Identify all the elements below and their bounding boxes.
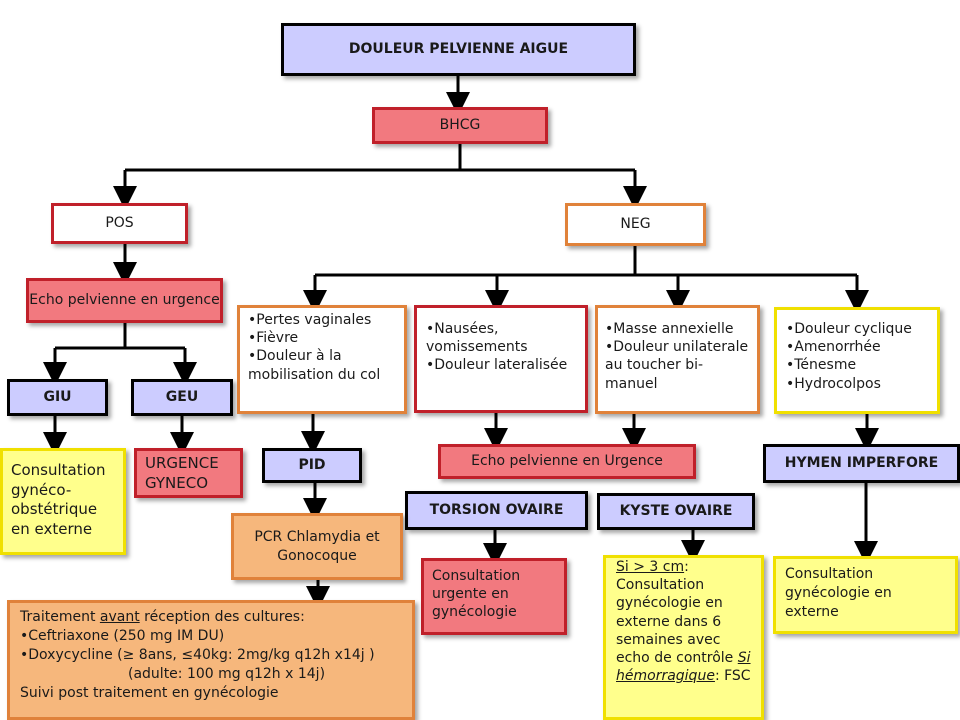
pid-box: PID — [262, 448, 362, 483]
treatment-line-1-underline: avant — [99, 609, 140, 625]
kyste-symptom: •Masse annexielle — [605, 321, 734, 337]
echo-urgence-pos-text: Echo pelvienne en urgence — [29, 292, 220, 309]
pid-symptom: •Pertes vaginales — [248, 312, 372, 328]
consult-obst-text: Consultation gynéco-obstétrique en exter… — [11, 461, 106, 538]
pid-symptom: •Fièvre — [248, 330, 299, 347]
kyste-text: KYSTE OVAIRE — [619, 503, 733, 520]
consult-gyn-ext-text: Consultation gynécologie en externe — [785, 566, 892, 620]
hymen-symptom: •Amenorrhée — [786, 339, 881, 356]
pid-symptoms-box: •Pertes vaginales •Fièvre •Douleur à la … — [237, 305, 407, 414]
treatment-line-1-a: Traitement — [20, 609, 100, 625]
urgence-gyneco-box: URGENCE GYNECO — [134, 448, 243, 498]
neg-text: NEG — [620, 216, 651, 233]
treatment-line-5: Suivi post traitement en gynécologie — [20, 684, 279, 701]
torsion-symptom: •Nausées, vomissements — [426, 321, 528, 356]
treatment-line-3: •Doxycycline (≥ 8ans, ≤40kg: 2mg/kg q12h… — [20, 646, 375, 663]
kyste-plan-box: Si > 3 cm: Consultation gynécologie en e… — [603, 555, 764, 720]
treatment-line-1-b: réception des cultures: — [139, 609, 305, 625]
pos-box: POS — [51, 203, 188, 244]
kyste-symptom: •Douleur unilaterale au toucher bi-manue… — [605, 339, 749, 392]
bhcg-text: BHCG — [439, 117, 481, 134]
torsion-text: TORSION OVAIRE — [429, 502, 564, 519]
echo-urgence-neg-box: Echo pelvienne en Urgence — [438, 444, 696, 479]
consult-obst-box: Consultation gynéco-obstétrique en exter… — [0, 448, 126, 555]
consult-urgente-text: Consultation urgente en gynécologie — [432, 568, 521, 621]
hymen-symptoms-box: •Douleur cyclique •Amenorrhée •Ténesme •… — [774, 307, 940, 414]
title-box: DOULEUR PELVIENNE AIGUE — [281, 23, 636, 76]
kyste-cond-hemorragique: Si hémorragique — [616, 649, 751, 685]
treatment-line-1: Traitement avant réception des cultures: — [20, 608, 402, 627]
treatment-box: Traitement avant réception des cultures:… — [7, 600, 415, 720]
treatment-line-4: (adulte: 100 mg q12h x 14j) — [128, 665, 326, 682]
torsion-symptom: •Douleur lateralisée — [426, 357, 568, 374]
pos-text: POS — [105, 215, 134, 232]
title-text: DOULEUR PELVIENNE AIGUE — [348, 41, 569, 58]
kyste-cond-size: Si > 3 cm — [616, 559, 685, 575]
torsion-symptoms-box: •Nausées, vomissements •Douleur laterali… — [414, 305, 588, 413]
urgence-gyneco-text: URGENCE GYNECO — [145, 454, 219, 493]
hymen-symptom: •Douleur cyclique — [786, 321, 912, 337]
geu-text: GEU — [165, 389, 199, 406]
hymen-symptom: •Ténesme — [786, 357, 857, 374]
pcr-box: PCR Chlamydia et Gonocoque — [231, 513, 403, 580]
treatment-line-2: •Ceftriaxone (250 mg IM DU) — [20, 627, 225, 644]
echo-urgence-neg-text: Echo pelvienne en Urgence — [471, 453, 663, 470]
pcr-text: PCR Chlamydia et Gonocoque — [254, 529, 380, 564]
hymen-symptom: •Hydrocolpos — [786, 375, 881, 392]
neg-box: NEG — [565, 203, 706, 246]
kyste-box: KYSTE OVAIRE — [597, 493, 755, 530]
echo-urgence-pos-box: Echo pelvienne en urgence — [26, 278, 223, 323]
torsion-box: TORSION OVAIRE — [405, 491, 588, 530]
pid-text: PID — [298, 457, 326, 474]
kyste-text-hemorragique: : FSC — [714, 668, 751, 685]
hymen-text: HYMEN IMPERFORE — [784, 455, 939, 472]
consult-gyn-ext-box: Consultation gynécologie en externe — [773, 556, 958, 634]
giu-box: GIU — [7, 379, 108, 416]
kyste-symptoms-box: •Masse annexielle •Douleur unilaterale a… — [595, 305, 760, 414]
consult-urgente-box: Consultation urgente en gynécologie — [421, 558, 567, 635]
geu-box: GEU — [131, 379, 233, 416]
pid-symptom: •Douleur à la mobilisation du col — [248, 348, 381, 383]
kyste-text-size: : Consultation gynécologie en externe da… — [616, 559, 734, 666]
giu-text: GIU — [43, 389, 72, 406]
hymen-box: HYMEN IMPERFORE — [763, 444, 960, 483]
bhcg-box: BHCG — [372, 107, 548, 144]
